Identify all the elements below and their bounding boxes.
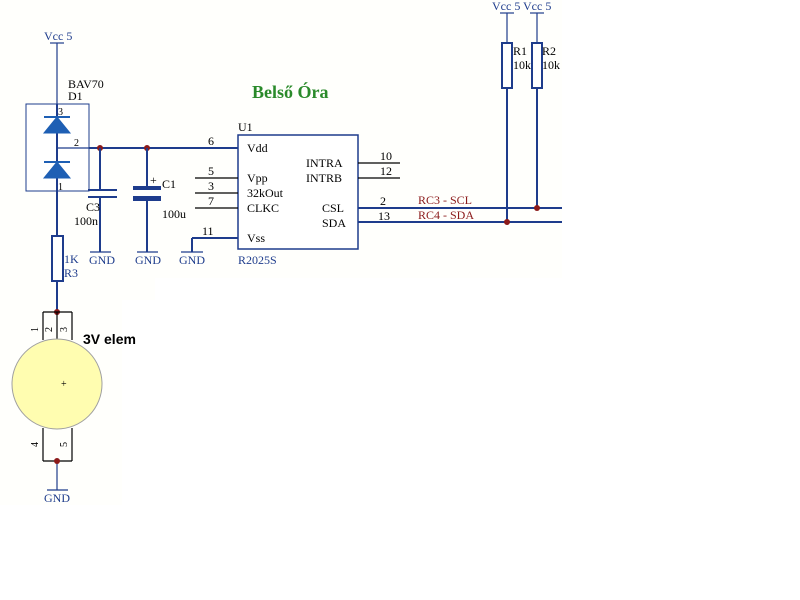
u1-pin11-num: 11 bbox=[202, 224, 214, 238]
battery-pin-2: 2 bbox=[44, 327, 55, 332]
r3-value-label: 1K bbox=[64, 252, 79, 266]
u1-pin-sda: SDA bbox=[322, 216, 346, 230]
schematic-title: Belső Óra bbox=[252, 81, 329, 102]
gnd-label-c1: GND bbox=[135, 253, 161, 267]
u1-pin3-num: 3 bbox=[208, 179, 214, 193]
gnd-symbol-u1: GND bbox=[179, 237, 238, 267]
diode-upper-icon bbox=[42, 116, 72, 134]
vcc-label-r2: Vcc 5 bbox=[523, 0, 551, 13]
u1-pin10-num: 10 bbox=[380, 149, 392, 163]
battery-cell bbox=[11, 338, 103, 430]
capacitor-c1: + C1 100u bbox=[133, 148, 186, 252]
u1-pin13-num: 13 bbox=[378, 209, 390, 223]
c1-ref-label: C1 bbox=[162, 177, 176, 191]
battery-pin-4: 4 bbox=[30, 442, 41, 447]
battery-plus: + bbox=[61, 379, 67, 390]
gnd-label-battery: GND bbox=[44, 491, 70, 505]
vcc-label: Vcc 5 bbox=[44, 29, 72, 43]
r2-ref-label: R2 bbox=[542, 44, 556, 58]
u1-pin-32kout: 32kOut bbox=[247, 186, 284, 200]
u1-pin-csl: CSL bbox=[322, 201, 344, 215]
ic-u1: U1 R2025S 6 Vdd 5 Vpp 3 32kOut 7 CLKC 11… bbox=[195, 120, 400, 267]
junction-battery-bottom bbox=[54, 458, 60, 464]
gnd-symbol-c1: GND bbox=[135, 251, 161, 267]
u1-ref-label: U1 bbox=[238, 120, 253, 134]
battery-pin-1: 1 bbox=[30, 327, 41, 332]
u1-pin-vpp: Vpp bbox=[247, 171, 268, 185]
u1-pin12-num: 12 bbox=[380, 164, 392, 178]
u1-pin-vdd: Vdd bbox=[247, 141, 268, 155]
resistor-r1: R1 10k bbox=[501, 42, 531, 222]
r1-ref-label: R1 bbox=[513, 44, 527, 58]
r2-value-label: 10k bbox=[542, 58, 560, 72]
r1-value-label: 10k bbox=[513, 58, 531, 72]
diode-d1: BAV70 D1 3 2 1 bbox=[25, 77, 104, 193]
u1-pin-intra: INTRA bbox=[306, 156, 343, 170]
gnd-symbol-c3: GND bbox=[89, 251, 115, 267]
c3-value-label: 100n bbox=[74, 214, 98, 228]
sda-net-label: RC4 - SDA bbox=[418, 208, 474, 222]
u1-pin6-num: 6 bbox=[208, 134, 214, 148]
vcc-symbol-r1: Vcc 5 bbox=[492, 0, 520, 43]
battery-pin-3: 3 bbox=[59, 327, 70, 332]
u1-pin7-num: 7 bbox=[208, 194, 214, 208]
d1-pin-2: 2 bbox=[74, 138, 79, 149]
c1-plate-bottom bbox=[133, 196, 161, 201]
c3-ref-label: C3 bbox=[86, 200, 100, 214]
r3-ref-label: R3 bbox=[64, 266, 78, 280]
vcc-symbol-left: Vcc 5 bbox=[44, 29, 72, 104]
u1-pin-clkc: CLKC bbox=[247, 201, 279, 215]
u1-pin2-num: 2 bbox=[380, 194, 386, 208]
gnd-label-c3: GND bbox=[89, 253, 115, 267]
resistor-r3: 1K R3 bbox=[51, 191, 79, 312]
u1-pin-vss: Vss bbox=[247, 231, 265, 245]
u1-body bbox=[237, 134, 359, 250]
u1-part-label: R2025S bbox=[238, 253, 277, 267]
capacitor-c3: C3 100n bbox=[74, 148, 117, 252]
battery-pin-5: 5 bbox=[59, 442, 70, 447]
battery-3v: + 1 2 3 4 5 3V elem GND bbox=[11, 311, 136, 505]
junction-sda bbox=[504, 219, 510, 225]
d1-pin-1: 1 bbox=[58, 182, 63, 193]
schematic-sheet-lower bbox=[0, 278, 155, 300]
d1-ref-label: D1 bbox=[68, 89, 83, 103]
gnd-label-u1: GND bbox=[179, 253, 205, 267]
d1-part-label: BAV70 bbox=[68, 77, 104, 91]
u1-pin5-num: 5 bbox=[208, 164, 214, 178]
c1-polarity: + bbox=[150, 173, 157, 187]
resistor-r2: R2 10k bbox=[531, 42, 560, 208]
d1-pin-3: 3 bbox=[58, 107, 63, 118]
vcc-symbol-r2: Vcc 5 bbox=[523, 0, 551, 43]
c1-plate-top bbox=[133, 186, 161, 190]
diode-lower-icon bbox=[42, 161, 72, 179]
battery-label: 3V elem bbox=[83, 331, 136, 347]
c1-value-label: 100u bbox=[162, 207, 186, 221]
scl-net-label: RC3 - SCL bbox=[418, 193, 472, 207]
vcc-label-r1: Vcc 5 bbox=[492, 0, 520, 13]
u1-pin-intrb: INTRB bbox=[306, 171, 342, 185]
junction-scl bbox=[534, 205, 540, 211]
